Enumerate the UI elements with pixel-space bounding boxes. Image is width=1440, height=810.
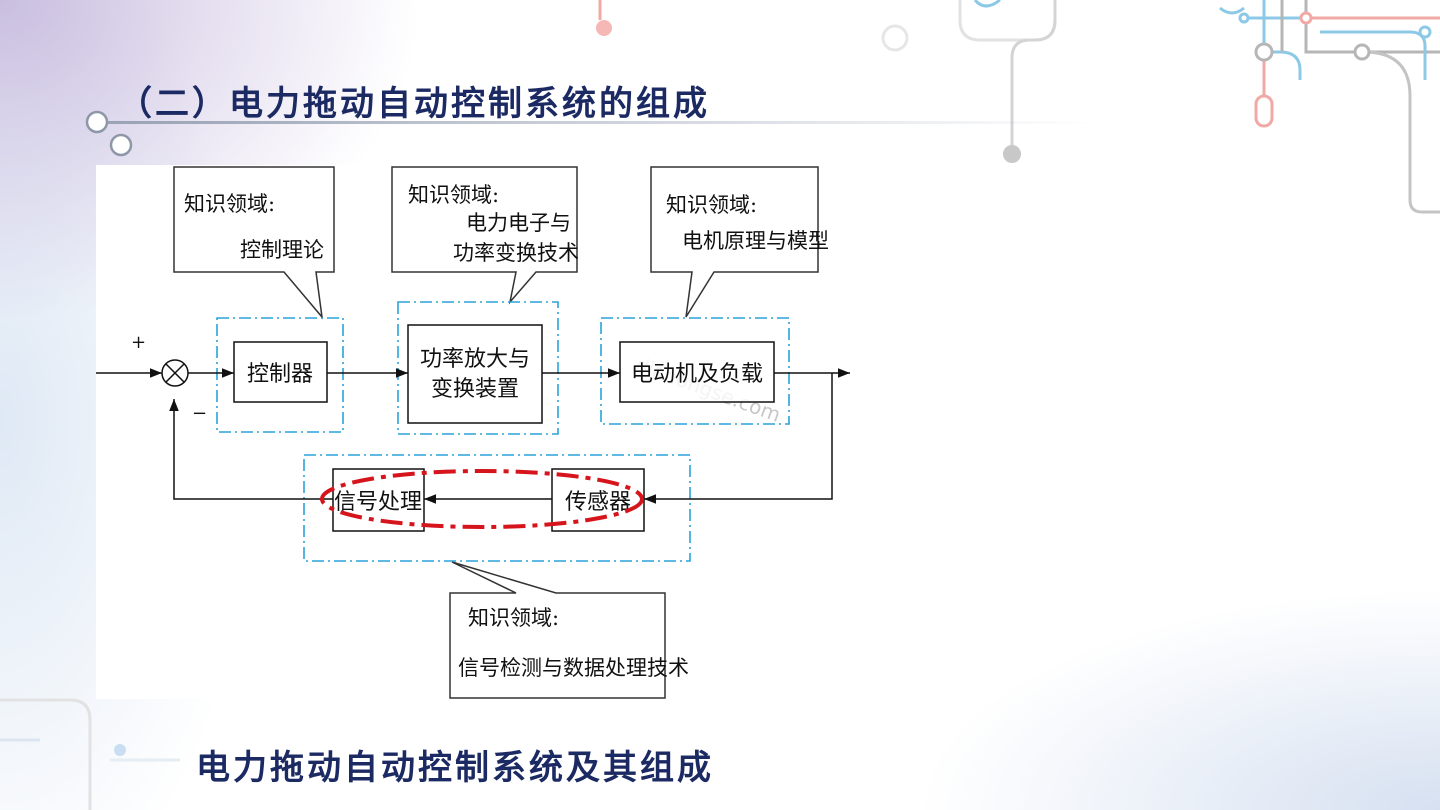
knowledge-box-power-electronics xyxy=(391,166,578,305)
feedback-takeoff-line xyxy=(644,373,833,504)
feedback-return-line xyxy=(169,399,333,500)
signal-processing-block-label: 信号处理 xyxy=(334,490,422,515)
circle-cross-icon xyxy=(161,359,189,387)
knowledge-box-signal-topic: 信号检测与数据处理技术 xyxy=(458,656,689,680)
controller-block xyxy=(233,341,328,403)
knowledge-box-power-heading: 知识领域: xyxy=(408,183,499,207)
motor-load-block xyxy=(619,341,775,403)
dashed-group-motor xyxy=(600,317,790,425)
knowledge-box-signal-heading: 知识领域: xyxy=(468,606,559,630)
title-underline-decoration xyxy=(85,110,1094,157)
power-amplifier-block xyxy=(407,324,543,424)
knowledge-box-motor-heading: 知识领域: xyxy=(666,193,757,217)
knowledge-box-power-topic-2: 功率变换技术 xyxy=(453,241,579,265)
power-amplifier-label-1: 功率放大与 xyxy=(420,347,530,372)
dashed-group-feedback xyxy=(303,454,691,562)
diagram-panel: dianongse.com 知识领域: 控制理论 知识领域: 电力电子与 功率变… xyxy=(96,165,850,699)
dashed-group-power xyxy=(397,301,559,435)
dashed-group-controller xyxy=(216,317,344,433)
controller-block-label: 控制器 xyxy=(247,362,313,387)
knowledge-box-motor-topic: 电机原理与模型 xyxy=(682,229,829,253)
plus-sign: + xyxy=(131,332,146,353)
diagram-caption: 电力拖动自动控制系统及其组成 xyxy=(196,748,714,788)
signal-processing-block xyxy=(332,468,425,532)
minus-sign: − xyxy=(192,403,207,424)
knowledge-box-control-topic: 控制理论 xyxy=(240,238,324,262)
knowledge-box-control-heading: 知识领域: xyxy=(184,192,275,216)
power-amplifier-label-2: 变换装置 xyxy=(431,377,519,402)
page-title: （二）电力拖动自动控制系统的组成 xyxy=(118,84,710,124)
motor-load-block-label: 电动机及负载 xyxy=(631,362,763,387)
knowledge-box-power-topic-1: 电力电子与 xyxy=(466,211,571,235)
knowledge-box-control xyxy=(173,166,335,320)
knowledge-box-motor xyxy=(650,166,819,318)
sensor-block-label: 传感器 xyxy=(565,490,631,515)
knowledge-box-signal xyxy=(449,561,666,699)
highlight-ellipse xyxy=(320,469,644,529)
control-system-diagram: dianongse.com 知识领域: 控制理论 知识领域: 电力电子与 功率变… xyxy=(96,166,850,699)
